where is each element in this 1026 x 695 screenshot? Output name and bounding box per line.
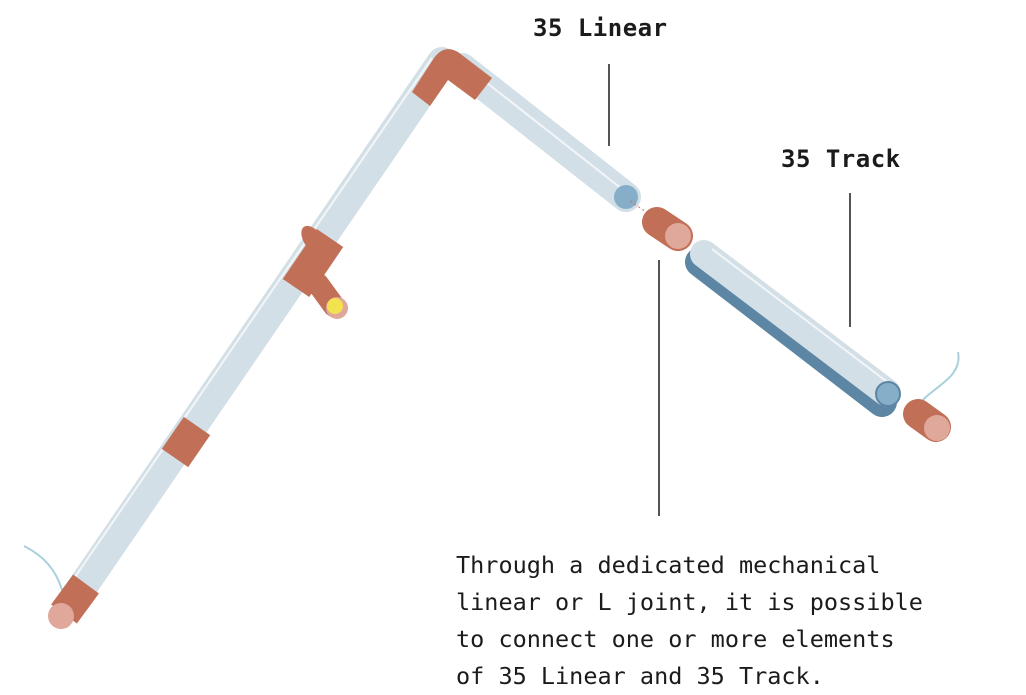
joint-sleeve-upper <box>282 225 344 297</box>
caption-line: of 35 Linear and 35 Track. <box>456 662 824 690</box>
caption-line: linear or L joint, it is possible <box>456 588 923 616</box>
linear-arm-diagonal <box>57 47 457 617</box>
spotlight-lens <box>327 298 343 314</box>
joint-sleeve-middle <box>161 416 211 468</box>
track-segment <box>685 240 901 417</box>
track-end-cap <box>875 381 901 407</box>
end-cap-bottom-left <box>48 603 74 629</box>
linear-connector-joint <box>642 207 693 251</box>
track-end-joint <box>903 399 951 442</box>
label-35-linear: 35 Linear <box>533 14 668 42</box>
linear-end-cap <box>614 185 638 209</box>
power-cable-left <box>23 545 63 591</box>
l-joint-top <box>412 49 492 106</box>
label-35-track: 35 Track <box>781 145 901 173</box>
caption-line: Through a dedicated mechanical <box>456 551 881 579</box>
joint-sleeve-bottom-end <box>48 574 99 629</box>
caption-line: to connect one or more elements <box>456 625 895 653</box>
linear-arm-upper-right <box>447 53 641 212</box>
spotlight-pendant <box>307 262 348 319</box>
caption-text: Through a dedicated mechanical linear or… <box>456 547 1016 695</box>
